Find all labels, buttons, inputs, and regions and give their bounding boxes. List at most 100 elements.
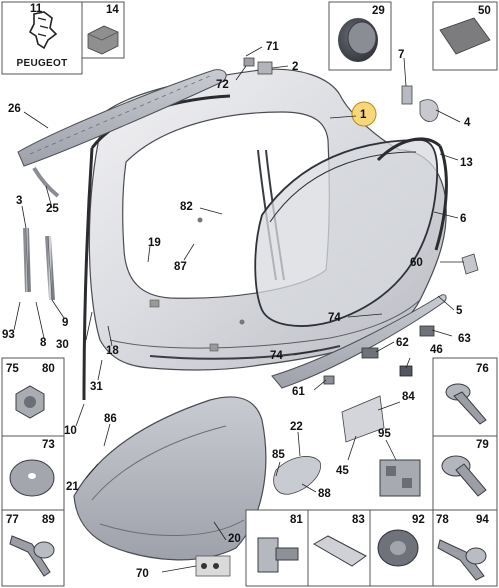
callout-31: 31 (90, 381, 103, 393)
callout-1: 1 (360, 109, 367, 121)
flange-screw-icon (437, 539, 487, 581)
box-number-29: 29 (372, 5, 385, 17)
callout-74b: 74 (270, 350, 283, 362)
part-45-plate (341, 395, 385, 443)
callout-8: 8 (40, 337, 47, 349)
box-number-80: 80 (42, 363, 55, 375)
part-60-clip (461, 253, 479, 275)
callout-22: 22 (290, 421, 303, 433)
part-4-cover (419, 99, 439, 122)
callout-9: 9 (62, 317, 68, 329)
callout-62: 62 (396, 337, 409, 349)
callout-95: 95 (378, 428, 391, 440)
callout-93: 93 (2, 329, 15, 341)
stud-bolt-icon (441, 455, 487, 497)
box-78-94: 78 94 (432, 509, 498, 587)
box-77-89: 77 89 (1, 509, 65, 587)
box-29: 29 (328, 1, 392, 71)
callout-63: 63 (458, 333, 471, 345)
callout-72: 72 (216, 79, 229, 91)
callout-74a: 74 (328, 312, 341, 324)
callout-6: 6 (460, 213, 466, 225)
part-46-bumper-stop (399, 365, 413, 377)
callout-30: 30 (56, 339, 69, 351)
brand-name: PEUGEOT (17, 58, 68, 69)
callout-84: 84 (402, 391, 415, 403)
part-95-lock (379, 459, 421, 497)
callout-10: 10 (64, 425, 77, 437)
part-20-interior-trim (73, 396, 267, 561)
callout-86: 86 (104, 413, 117, 425)
box-number-76: 76 (476, 363, 489, 375)
box-number-83: 83 (352, 514, 365, 526)
box-number-75: 75 (6, 363, 19, 375)
leader-lines (13, 46, 464, 573)
box-number-73: 73 (42, 439, 55, 451)
box-11-14: 11 14 (30, 1, 125, 59)
logo-box: PEUGEOT (1, 1, 83, 75)
washer-icon (9, 459, 55, 497)
box-number-11: 11 (30, 3, 43, 15)
part-70-clip-bag (195, 555, 231, 577)
part-7-bracket (401, 85, 413, 105)
grommet-icon (377, 529, 419, 567)
box-92: 92 (369, 509, 434, 587)
box-79: 79 (432, 435, 498, 511)
part-9-gas-strut (45, 235, 55, 301)
part-14-foam-pad (87, 25, 119, 55)
box-73: 73 (1, 435, 65, 511)
callout-25: 25 (46, 203, 59, 215)
callout-20: 20 (228, 533, 241, 545)
callout-70: 70 (136, 568, 149, 580)
callout-26: 26 (8, 103, 21, 115)
callout-87: 87 (174, 261, 187, 273)
strip-pad-icon (312, 535, 367, 567)
box-50: 50 (432, 1, 498, 71)
part-29-round-cap (338, 18, 378, 62)
part-6-rear-glass (254, 139, 439, 327)
part-63-lamp (419, 325, 435, 337)
peugeot-lion-logo (28, 11, 58, 50)
callout-21: 21 (66, 481, 79, 493)
callout-7: 7 (398, 49, 404, 61)
part-22-handle (273, 456, 321, 495)
callout-13: 13 (460, 157, 473, 169)
box-number-81: 81 (290, 514, 303, 526)
part-3-gas-strut (23, 227, 31, 293)
callout-61: 61 (292, 386, 305, 398)
callout-5: 5 (456, 305, 463, 317)
box-number-89: 89 (42, 514, 55, 526)
callout-2: 2 (292, 61, 298, 73)
callout-19: 19 (148, 237, 161, 249)
part-25-trim-strip (32, 166, 60, 198)
box-76: 76 (432, 357, 498, 437)
part-50-adhesive-pad (439, 17, 491, 55)
box-number-50: 50 (478, 5, 491, 17)
screw-icon (9, 535, 55, 577)
box-number-77: 77 (6, 514, 19, 526)
callout-71: 71 (266, 41, 279, 53)
part-5-license-trim (271, 294, 447, 389)
box-83: 83 (307, 509, 371, 587)
callout-3: 3 (16, 195, 22, 207)
box-number-14: 14 (106, 4, 119, 16)
callout-46: 46 (430, 344, 443, 356)
box-number-92: 92 (412, 514, 425, 526)
callout-85: 85 (272, 449, 285, 461)
callout-18: 18 (106, 345, 119, 357)
box-number-78: 78 (436, 514, 449, 526)
box-75-80: 75 80 (1, 357, 65, 437)
box-number-79: 79 (476, 439, 489, 451)
part-61-plug (323, 375, 335, 385)
highlight-marker-1 (351, 101, 377, 127)
callout-88: 88 (318, 488, 331, 500)
hinge-bracket-icon (257, 537, 299, 573)
box-81: 81 (245, 509, 309, 587)
flange-nut-icon (15, 385, 45, 419)
callout-4: 4 (464, 117, 471, 129)
part-62-lamp (361, 347, 379, 359)
callout-82: 82 (180, 201, 193, 213)
part-26-upper-spoiler (17, 69, 227, 167)
bolt-icon (445, 383, 487, 425)
